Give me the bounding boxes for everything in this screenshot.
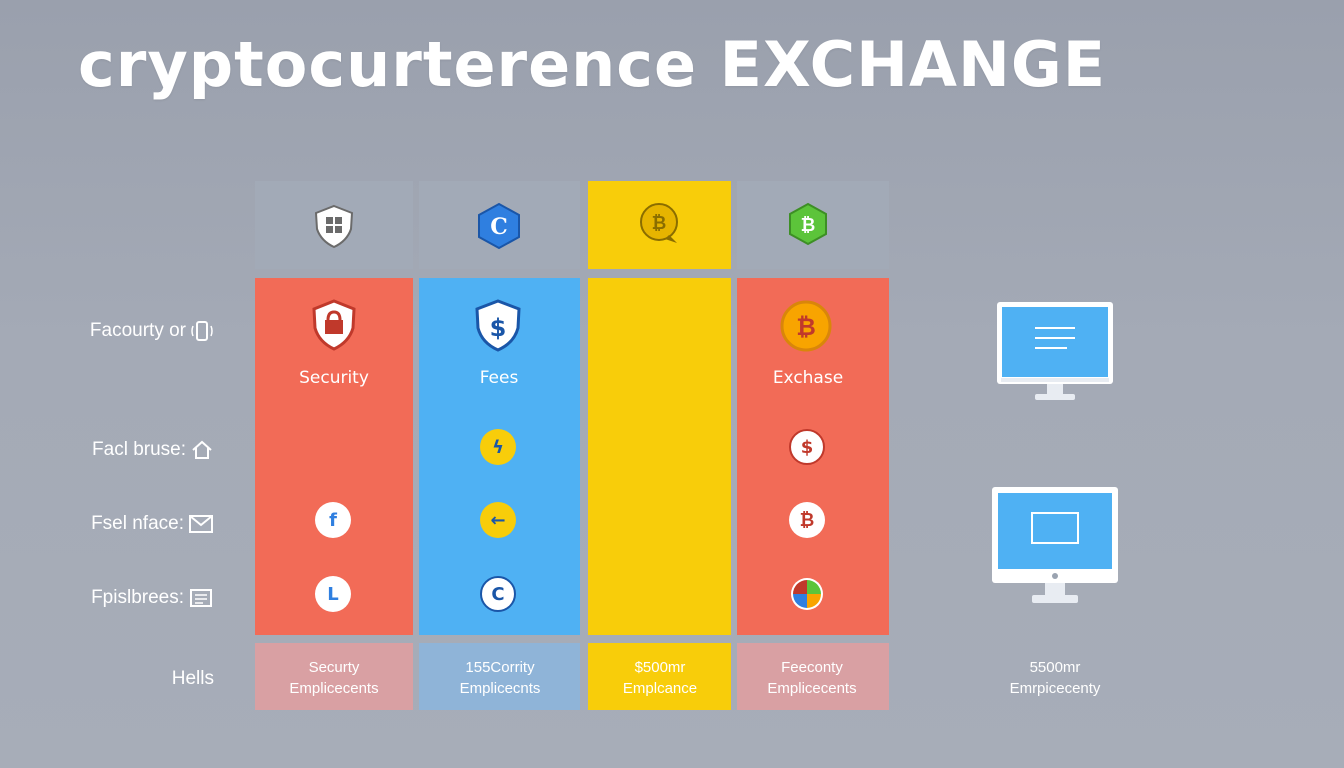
side-footer-line1: 5500mr — [1029, 659, 1081, 676]
side-footer-line2: Emrpicecenty — [1009, 680, 1101, 697]
shield-grid-icon — [314, 204, 354, 249]
column-label-exchange: Exchase — [772, 368, 844, 388]
monitor-icon — [997, 302, 1113, 400]
dollar-icon: $ — [789, 429, 825, 465]
row-label-4: Fpislbrees: — [91, 587, 214, 609]
column-header-fees: C — [419, 181, 580, 269]
row-label-1: Facourty or — [90, 320, 214, 342]
shield-lock-icon — [312, 299, 356, 351]
monitor-icon-2 — [992, 487, 1118, 603]
footer-exchange-line1: Feeconty — [781, 659, 843, 676]
column-security: Security f L — [255, 278, 413, 635]
arrow-left-icon: ← — [480, 502, 516, 538]
f-icon: f — [315, 502, 351, 538]
bitcoin-icon: ₿ — [789, 502, 825, 538]
page-title: cryptocurterence EXCHANGE — [78, 28, 1107, 101]
l-icon: L — [315, 576, 351, 612]
phone-icon — [191, 321, 213, 341]
svg-text:C: C — [490, 214, 508, 240]
row-label-2: Facl bruse: — [92, 439, 214, 461]
document-icon — [190, 589, 212, 607]
column-header-exchange: ₿ — [737, 181, 889, 269]
footer-exchange: Feeconty Emplicecents — [737, 643, 889, 710]
house-icon — [192, 440, 212, 459]
shield-dollar-icon: $ — [475, 299, 521, 352]
row-label-3-text: Fsel nface: — [91, 513, 184, 534]
svg-text:₿: ₿ — [796, 313, 816, 341]
footer-fees-line1: 155Corrity — [465, 659, 535, 676]
footer-highlight-line2: Emplcance — [622, 680, 698, 697]
footer-exchange-line2: Emplicecents — [767, 680, 857, 697]
pie-coin-icon — [791, 578, 823, 610]
column-highlight — [588, 278, 731, 635]
column-label-fees: Fees — [479, 368, 519, 388]
row-label-5: Hells — [172, 668, 214, 690]
row-label-5-text: Hells — [171, 668, 214, 689]
footer-security-line1: Securty — [308, 659, 360, 676]
bitcoin-hex-icon: ₿ — [789, 202, 827, 246]
bitcoin-chat-icon: ₿ — [640, 203, 678, 243]
footer-security-line2: Emplicecents — [289, 680, 379, 697]
c-shield-icon: C — [478, 202, 520, 250]
footer-highlight: $500mr Emplcance — [588, 643, 731, 710]
svg-text:₿: ₿ — [801, 215, 816, 236]
footer-security: Securty Emplicecents — [255, 643, 413, 710]
svg-text:₿: ₿ — [652, 213, 667, 234]
footer-highlight-line1: $500mr — [634, 659, 686, 676]
column-exchange: ₿ Exchase $ ₿ — [737, 278, 889, 635]
row-label-2-text: Facl bruse: — [92, 439, 186, 460]
bolt-icon: ϟ — [480, 429, 516, 465]
row-label-1-text: Facourty or — [89, 320, 186, 341]
footer-fees-line2: Emplicecnts — [459, 680, 541, 697]
bitcoin-coin-icon: ₿ — [780, 300, 832, 352]
svg-text:$: $ — [490, 314, 507, 342]
c-circle-icon: C — [480, 576, 516, 612]
mail-icon — [189, 515, 213, 533]
footer-fees: 155Corrity Emplicecnts — [419, 643, 580, 710]
side-footer: 5500mr Emrpicecenty — [970, 657, 1140, 699]
column-header-highlight: ₿ — [588, 181, 731, 269]
column-header-security — [255, 181, 413, 269]
row-label-3: Fsel nface: — [91, 513, 214, 535]
column-fees: $ Fees ϟ ← C — [419, 278, 580, 635]
column-label-security: Security — [299, 368, 369, 388]
row-label-4-text: Fpislbrees: — [91, 587, 184, 608]
